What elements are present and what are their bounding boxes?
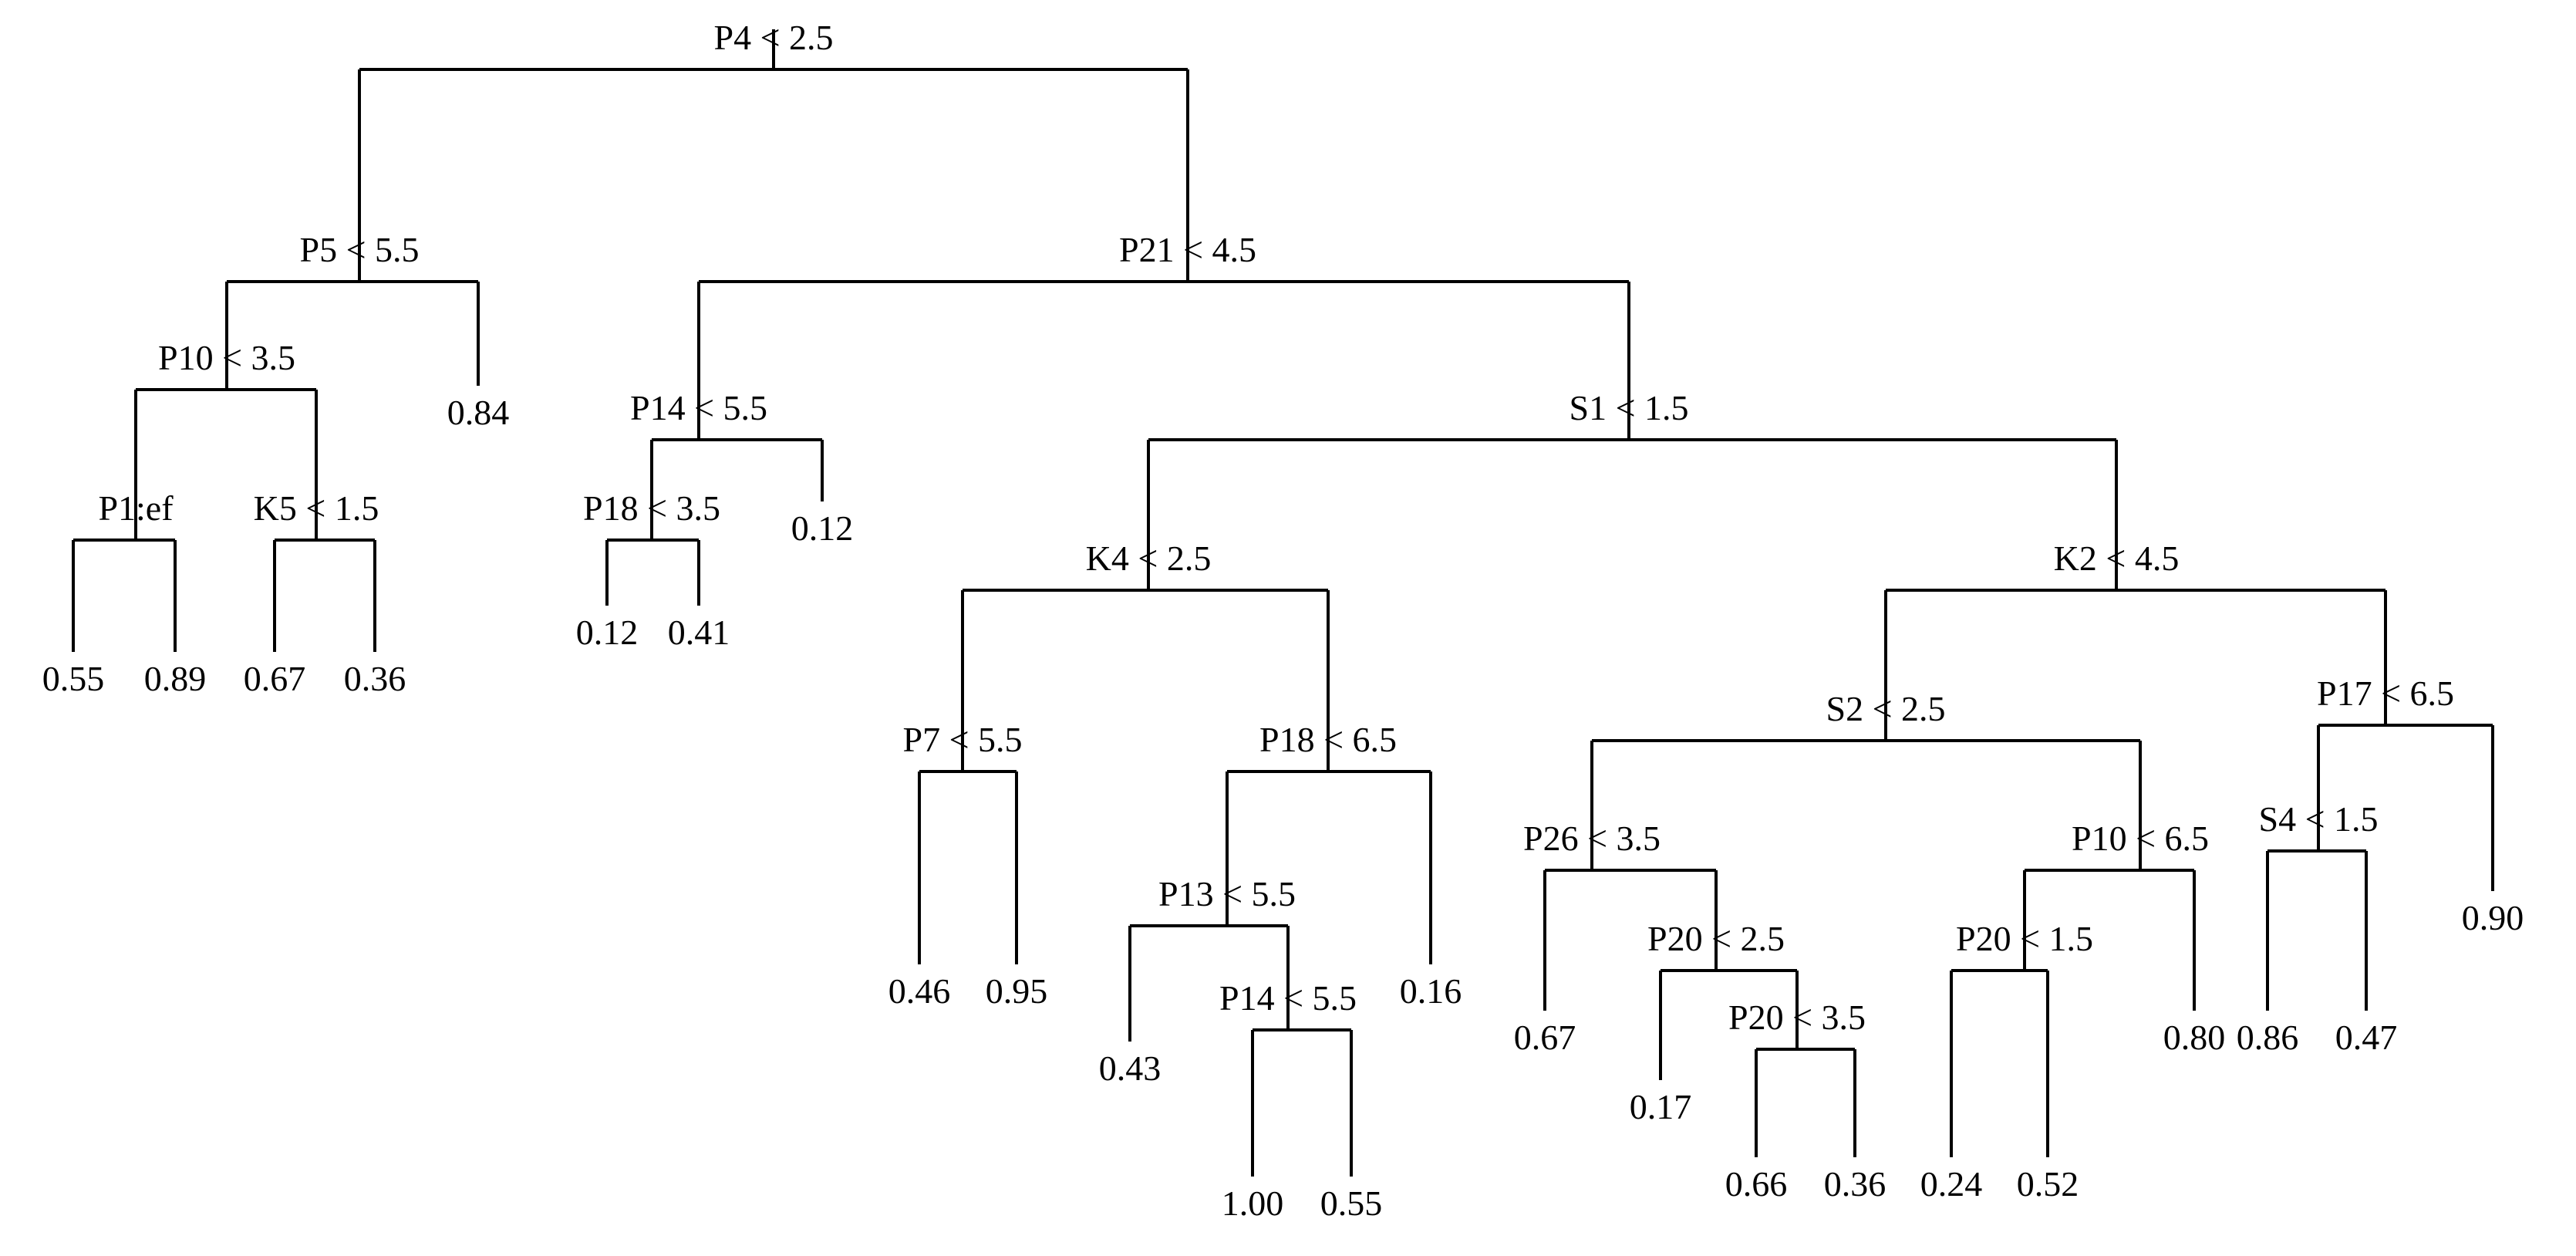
leaf-value-l5: 0.84: [447, 393, 510, 432]
leaf-value-l15: 0.67: [1513, 1018, 1576, 1057]
split-node-label-n22: P20 < 1.5: [1955, 919, 2094, 958]
split-node-label-n7: P1:ef: [98, 488, 174, 528]
leaf-value-l10: 0.95: [985, 971, 1048, 1011]
leaf-value-l12: 1.00: [1221, 1183, 1284, 1223]
split-node-label-n14: S2 < 2.5: [1826, 689, 1946, 728]
leaf-value-l18: 0.36: [1823, 1164, 1886, 1204]
split-node-label-n23: P20 < 3.5: [1728, 998, 1866, 1037]
split-node-label-n9: P18 < 3.5: [582, 488, 721, 528]
split-node-label-n6: S1 < 1.5: [1569, 388, 1689, 427]
split-node-label-n10: K4 < 2.5: [1085, 539, 1212, 578]
split-node-label-n17: P26 < 3.5: [1522, 819, 1661, 858]
leaf-value-l22: 0.86: [2236, 1018, 2299, 1057]
leaf-value-l19: 0.24: [1920, 1164, 1983, 1204]
leaf-value-l3: 0.67: [243, 659, 306, 698]
split-node-label-n19: S4 < 1.5: [2258, 799, 2379, 839]
leaf-value-l9: 0.46: [888, 971, 951, 1011]
leaf-value-l11: 0.43: [1098, 1048, 1162, 1088]
split-node-label-n20: P14 < 5.5: [1219, 978, 1357, 1018]
leaf-value-l16: 0.17: [1629, 1087, 1692, 1126]
leaf-value-l13: 0.55: [1320, 1183, 1383, 1223]
split-node-label-n18: P10 < 6.5: [2071, 819, 2210, 858]
leaf-value-l23: 0.47: [2335, 1018, 2398, 1057]
split-node-label-n15: P17 < 6.5: [2316, 674, 2455, 713]
split-node-label-n8: K5 < 1.5: [253, 488, 379, 528]
leaf-value-l20: 0.52: [2016, 1164, 2079, 1204]
split-node-label-n16: P13 < 5.5: [1158, 874, 1296, 913]
leaf-value-l8: 0.12: [791, 508, 854, 548]
leaf-value-l2: 0.89: [143, 659, 207, 698]
split-node-label-n21: P20 < 2.5: [1647, 919, 1785, 958]
split-node-label-n11: K2 < 4.5: [2053, 539, 2180, 578]
leaf-value-l24: 0.90: [2461, 898, 2524, 937]
split-node-label-n1: P4 < 2.5: [713, 18, 834, 57]
leaf-value-l21: 0.80: [2163, 1018, 2226, 1057]
leaf-value-l1: 0.55: [42, 659, 105, 698]
leaf-value-l6: 0.12: [575, 613, 639, 652]
split-node-label-n13: P18 < 6.5: [1259, 720, 1398, 759]
leaf-value-l14: 0.16: [1399, 971, 1462, 1011]
leaf-value-l7: 0.41: [667, 613, 730, 652]
split-node-label-n12: P7 < 5.5: [902, 720, 1023, 759]
split-node-label-n4: P10 < 3.5: [157, 338, 296, 377]
leaf-value-l4: 0.36: [343, 659, 406, 698]
leaf-value-l17: 0.66: [1725, 1164, 1788, 1204]
branch-group: [72, 29, 2494, 1177]
split-node-label-n2: P5 < 5.5: [299, 230, 420, 269]
split-node-label-n3: P21 < 4.5: [1118, 230, 1257, 269]
split-node-label-n5: P14 < 5.5: [629, 388, 768, 427]
